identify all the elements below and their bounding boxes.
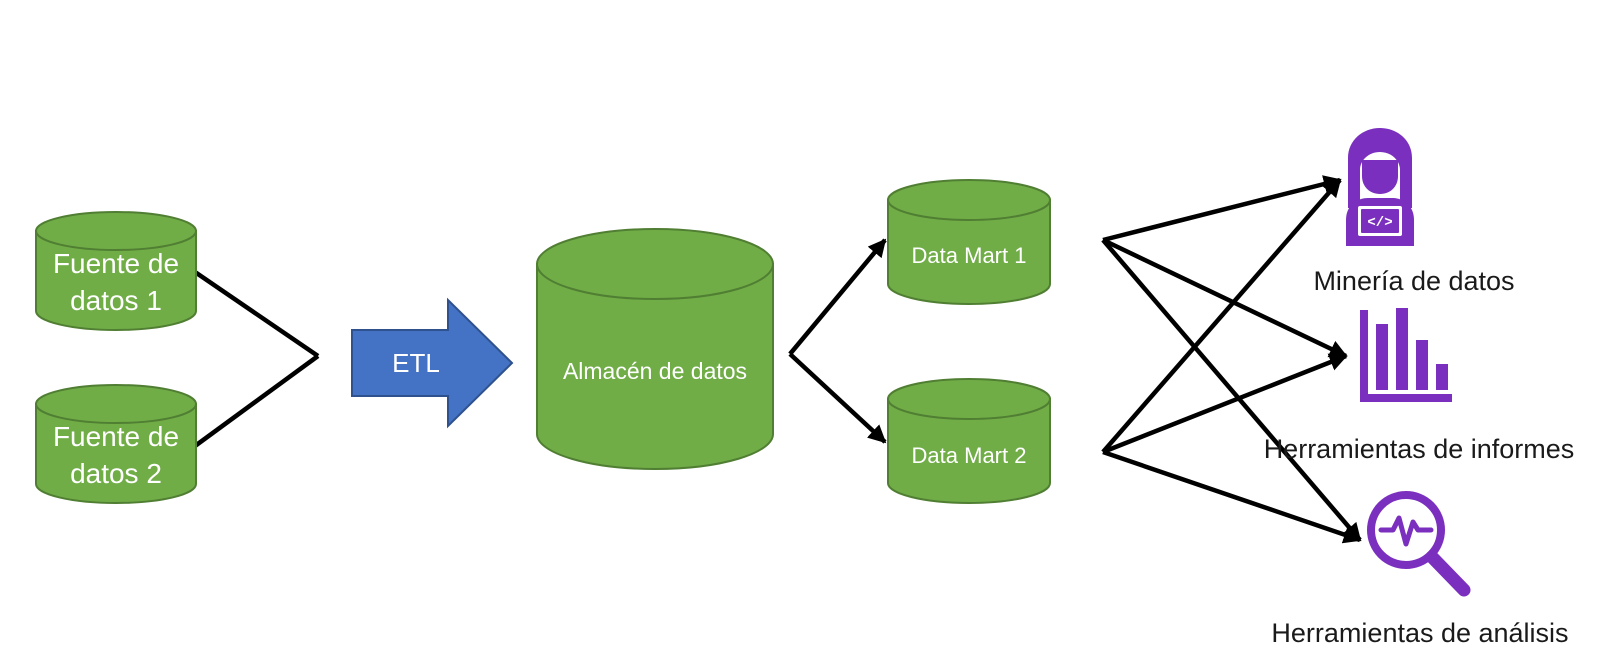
- data-mart-1-cylinder: Data Mart 1: [887, 179, 1051, 305]
- analysis-label: Herramientas de análisis: [1271, 618, 1568, 648]
- mart-connectors: [788, 238, 887, 444]
- data-mart-1-label: Data Mart 1: [912, 243, 1027, 268]
- arrow-mart1-reporting: [1102, 237, 1348, 359]
- arrow-mart2-analysis: [1102, 449, 1362, 544]
- connector-source2: [193, 354, 320, 448]
- etl-arrow: ETL: [351, 297, 514, 429]
- warehouse-label: Almacén de datos: [563, 358, 747, 384]
- source-2-label-line2: datos 2: [70, 458, 162, 489]
- data-scientist-icon: </>: [1346, 128, 1414, 246]
- arrow-mart1-mining: [1102, 175, 1342, 243]
- source-2-cylinder: Fuente de datos 2: [35, 384, 197, 504]
- data-mart-2-label: Data Mart 2: [912, 443, 1027, 468]
- tool-connectors: [1101, 175, 1362, 544]
- connector-source1: [193, 270, 320, 358]
- reporting-label: Herramientas de informes: [1264, 434, 1575, 464]
- mining-label: Minería de datos: [1313, 266, 1514, 296]
- magnifier-pulse-icon: [1367, 491, 1471, 597]
- arrow-to-mart1: [788, 238, 887, 356]
- svg-text:</>: </>: [1367, 215, 1392, 231]
- arrow-mart1-analysis: [1101, 238, 1362, 542]
- arrow-mart2-reporting: [1102, 353, 1348, 455]
- data-mart-2-cylinder: Data Mart 2: [887, 378, 1051, 504]
- source-1-label-line1: Fuente de: [53, 248, 179, 279]
- arrow-mart2-mining: [1101, 178, 1342, 454]
- source-1-label-line2: datos 1: [70, 285, 162, 316]
- source-connectors: [193, 270, 320, 448]
- arrow-to-mart2: [788, 352, 887, 444]
- etl-label: ETL: [392, 348, 440, 378]
- source-1-cylinder: Fuente de datos 1: [35, 211, 197, 331]
- source-2-label-line1: Fuente de: [53, 421, 179, 452]
- warehouse-cylinder: Almacén de datos: [536, 228, 774, 470]
- bar-chart-icon: [1360, 308, 1452, 402]
